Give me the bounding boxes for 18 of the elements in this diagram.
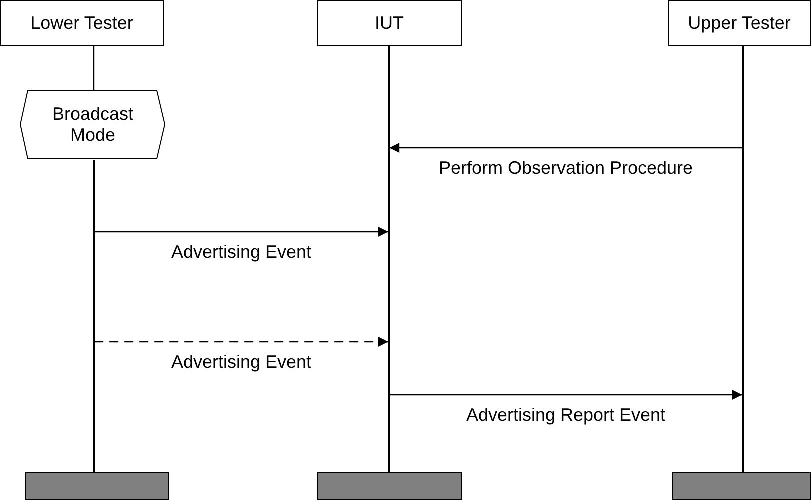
message-label: Advertising Report Event <box>464 405 668 426</box>
message-arrow <box>94 227 388 237</box>
message-arrow <box>94 337 388 347</box>
lifeline <box>742 46 744 472</box>
lifeline <box>388 46 390 472</box>
lifeline-end-block <box>672 472 811 500</box>
state-hexagon: Broadcast Mode <box>20 90 166 160</box>
lifeline-header-box: IUT <box>317 0 462 46</box>
lifeline <box>93 160 95 472</box>
message-arrow <box>390 143 742 153</box>
message-label: Advertising Event <box>169 352 314 373</box>
message-label: Advertising Event <box>169 242 314 263</box>
lifeline-header-box: Lower Tester <box>0 0 164 46</box>
lifeline-end-block <box>25 472 169 500</box>
lifeline-end-block <box>317 472 462 500</box>
lifeline <box>93 46 95 90</box>
message-arrow <box>390 390 742 400</box>
lifeline-header-box: Upper Tester <box>668 0 811 46</box>
